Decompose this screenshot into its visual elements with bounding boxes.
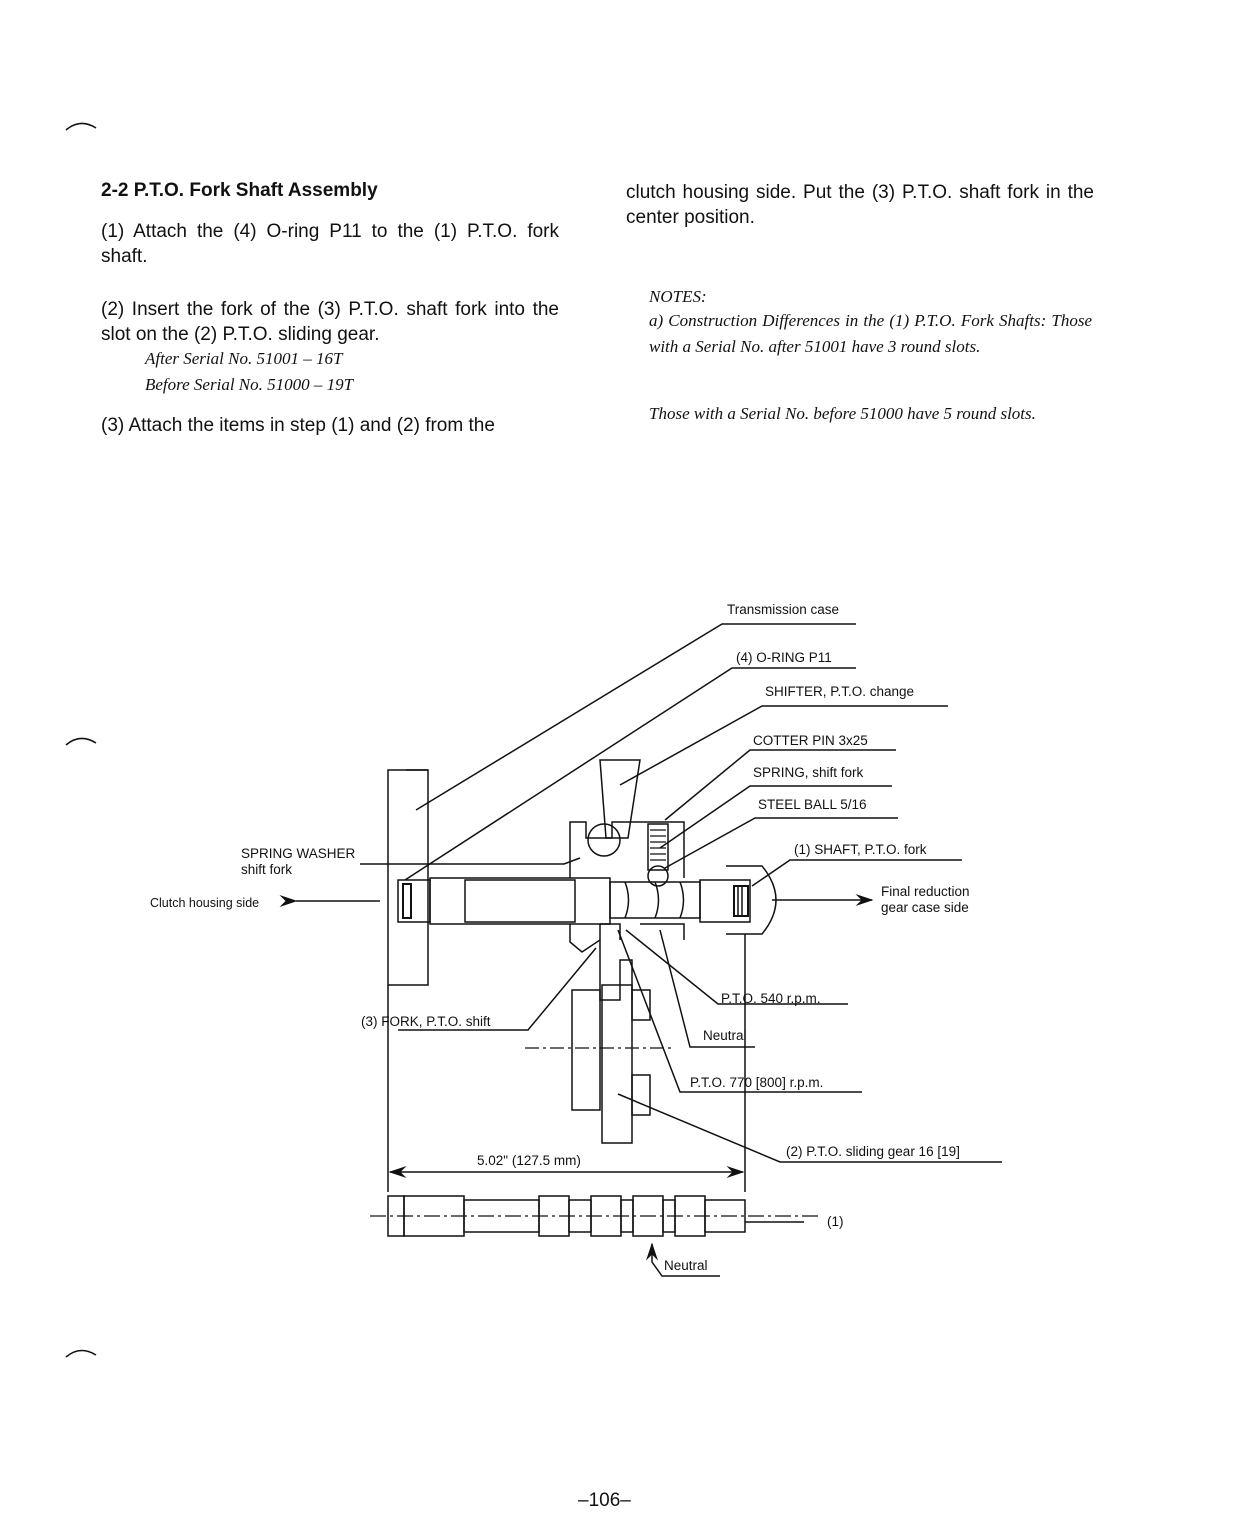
label-pto-770: P.T.O. 770 [800] r.p.m. — [690, 1075, 824, 1090]
margin-mark-middle — [65, 737, 97, 746]
note-a: a) Construction Differences in the (1) P… — [649, 311, 1092, 356]
label-neutral-bottom: Neutral — [664, 1258, 708, 1273]
step-3-continuation: clutch housing side. Put the (3) P.T.O. … — [626, 182, 1094, 228]
sliding-gear-hub — [601, 984, 633, 1144]
label-shaft: (1) SHAFT, P.T.O. fork — [794, 842, 927, 857]
label-final-reduction-sub: gear case side — [881, 900, 969, 915]
label-dimension: 5.02" (127.5 mm) — [477, 1153, 581, 1168]
serial-before-note: Before Serial No. 51000 – 19T — [145, 375, 354, 394]
step-1: (1) Attach the (4) O-ring P11 to the (1)… — [101, 221, 559, 267]
margin-mark-top — [65, 122, 97, 131]
label-pto-540: P.T.O. 540 r.p.m. — [721, 991, 821, 1006]
steel-ball — [647, 865, 669, 887]
note-b: Those with a Serial No. before 51000 hav… — [649, 404, 1036, 423]
spring-coils — [650, 829, 666, 861]
label-fork: (3) FORK, P.T.O. shift — [361, 1014, 491, 1029]
shifter-housing — [569, 821, 685, 878]
label-clutch-side: Clutch housing side — [150, 896, 260, 910]
lever-ball — [587, 823, 621, 857]
shifter-lever — [599, 759, 641, 839]
label-spring-washer: SPRING WASHER — [241, 846, 356, 861]
label-sliding-gear: (2) P.T.O. sliding gear 16 [19] — [786, 1144, 960, 1159]
label-item-1: (1) — [827, 1214, 844, 1229]
label-spring: SPRING, shift fork — [753, 765, 864, 780]
sliding-gear-left — [571, 989, 601, 1111]
section-heading: 2-2 P.T.O. Fork Shaft Assembly — [101, 180, 378, 201]
shaft-body — [429, 877, 611, 925]
step-2: (2) Insert the fork of the (3) P.T.O. sh… — [101, 299, 559, 345]
label-cotter-pin: COTTER PIN 3x25 — [753, 733, 868, 748]
label-transmission-case: Transmission case — [727, 602, 840, 617]
label-final-reduction: Final reduction — [881, 884, 970, 899]
label-shifter: SHIFTER, P.T.O. change — [765, 684, 915, 699]
label-neutral: Neutral — [703, 1028, 747, 1043]
fork-arm — [599, 940, 633, 1001]
notes-title: NOTES: — [649, 287, 707, 306]
page-number: –106– — [578, 1490, 631, 1511]
label-spring-washer-sub: shift fork — [241, 862, 293, 877]
serial-after-note: After Serial No. 51001 – 16T — [145, 349, 343, 368]
label-steel-ball: STEEL BALL 5/16 — [758, 797, 867, 812]
label-o-ring: (4) O-RING P11 — [736, 650, 832, 665]
bottom-shaft — [370, 1195, 822, 1237]
margin-mark-bottom — [65, 1349, 97, 1358]
step-3: (3) Attach the items in step (1) and (2)… — [101, 415, 495, 436]
